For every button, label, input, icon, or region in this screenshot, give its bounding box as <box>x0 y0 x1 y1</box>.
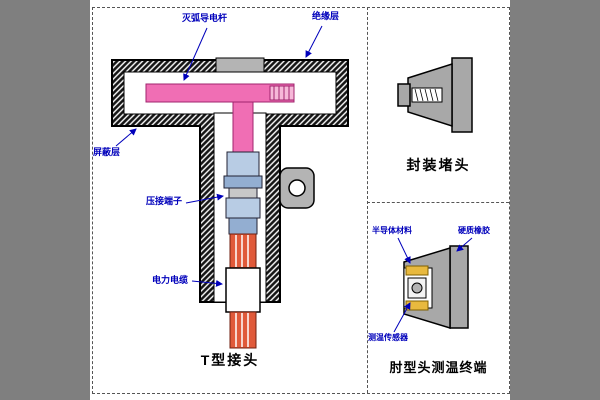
label-insulation-layer: 绝缘层 <box>312 11 340 21</box>
label-temp-sensor: 测温传感器 <box>368 333 408 342</box>
t-joint-drawing <box>111 57 349 349</box>
power-cable-part <box>225 233 261 349</box>
vertical-divider <box>367 7 368 393</box>
leader-arrows <box>115 25 473 333</box>
title-t-joint: T型接头 <box>200 352 260 368</box>
label-hard-rubber: 硬质橡胶 <box>458 226 490 235</box>
title-plug: 封装堵头 <box>406 157 471 173</box>
right-horizontal-divider <box>367 202 509 203</box>
outer-dashed-border <box>92 7 510 394</box>
hanging-eye <box>279 167 315 209</box>
elbow-drawing <box>403 245 469 330</box>
label-power-cable: 电力电缆 <box>152 275 189 285</box>
conductive-rod <box>145 83 295 155</box>
label-crimp-terminal: 压接端子 <box>146 196 183 206</box>
title-elbow: 肘型头测温终端 <box>389 360 488 375</box>
top-cap <box>215 57 265 73</box>
crimp-terminal-part <box>223 151 263 235</box>
label-arc-conductive-rod: 灭弧导电杆 <box>182 13 228 23</box>
label-semiconductor: 半导体材料 <box>372 226 412 235</box>
plug-drawing <box>397 57 473 133</box>
label-shield-layer: 屏蔽层 <box>93 147 121 157</box>
